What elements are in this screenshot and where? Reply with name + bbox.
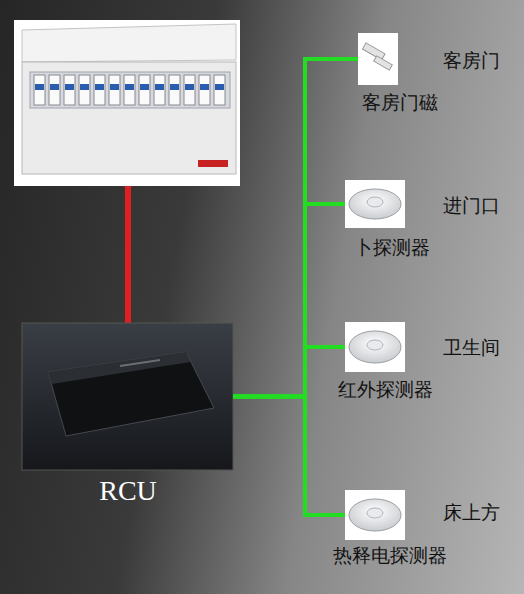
detector-lens	[367, 197, 383, 207]
detector-dome	[349, 331, 401, 363]
rcu-box: RCU	[22, 323, 233, 470]
sensor-box: 红外探测器卫生间	[345, 322, 405, 372]
panel-badge	[198, 160, 228, 167]
breaker-toggle	[35, 84, 44, 90]
breaker	[79, 75, 90, 105]
breaker-toggle	[65, 84, 74, 90]
sensor-ground	[345, 322, 405, 372]
breaker-rail	[30, 72, 230, 108]
breaker	[109, 75, 120, 105]
bath-detector	[345, 322, 405, 372]
rcu-body	[48, 352, 214, 436]
detector-dome	[349, 189, 401, 219]
breaker-toggle	[170, 84, 179, 90]
detector-lens	[367, 508, 383, 518]
breaker	[199, 75, 210, 105]
breaker	[64, 75, 75, 105]
breaker	[184, 75, 195, 105]
sensor-box: 热释电探测器床上方	[345, 490, 405, 540]
breaker-toggle	[215, 84, 224, 90]
breaker-toggle	[155, 84, 164, 90]
breaker	[214, 75, 225, 105]
distribution-panel	[14, 20, 240, 186]
breakers	[34, 75, 225, 105]
entry-detector	[345, 180, 405, 228]
panel-body	[22, 62, 236, 174]
rcu-ground	[22, 323, 233, 470]
detector-dome	[349, 499, 401, 531]
sensor-label: 红外探测器	[338, 378, 433, 401]
breaker-toggle	[80, 84, 89, 90]
panel-ground	[14, 20, 240, 186]
location-label: 卫生间	[443, 336, 500, 359]
location-label: 床上方	[443, 501, 500, 524]
breaker-toggle	[200, 84, 209, 90]
magnet-part	[374, 56, 393, 70]
sensor-ground	[358, 33, 398, 85]
signal-wire	[233, 347, 345, 397]
breaker-toggle	[95, 84, 104, 90]
location-label: 客房门	[443, 49, 500, 72]
breaker	[34, 75, 45, 105]
breaker	[94, 75, 105, 105]
sensor-box: 客房门磁客房门	[358, 33, 398, 85]
location-label: 进门口	[443, 194, 500, 217]
breaker	[139, 75, 150, 105]
signal-wire	[233, 59, 358, 397]
signal-wire	[233, 204, 345, 397]
power-wire	[125, 186, 131, 323]
sensor-label: 卜探测器	[354, 236, 430, 259]
bed-detector	[345, 490, 405, 540]
detector-lens	[367, 340, 383, 350]
door-sensor	[358, 33, 398, 85]
magnet-part	[362, 43, 385, 60]
device-label: RCU	[99, 474, 157, 508]
sensor-label: 热释电探测器	[333, 544, 447, 567]
breaker-toggle	[140, 84, 149, 90]
panel-lid	[22, 24, 236, 62]
rcu-top	[48, 352, 190, 384]
sensor-box: 卜探测器进门口	[345, 180, 405, 228]
breaker-toggle	[110, 84, 119, 90]
rcu-device	[22, 323, 233, 470]
sensor-label: 客房门磁	[362, 91, 438, 114]
breaker	[169, 75, 180, 105]
breaker-toggle	[125, 84, 134, 90]
sensor-ground	[345, 490, 405, 540]
breaker	[49, 75, 60, 105]
breaker	[124, 75, 135, 105]
breaker	[154, 75, 165, 105]
breaker-toggle	[185, 84, 194, 90]
breaker-toggle	[50, 84, 59, 90]
signal-wire	[233, 397, 345, 516]
sensor-ground	[345, 180, 405, 228]
rcu-slot	[120, 360, 160, 366]
